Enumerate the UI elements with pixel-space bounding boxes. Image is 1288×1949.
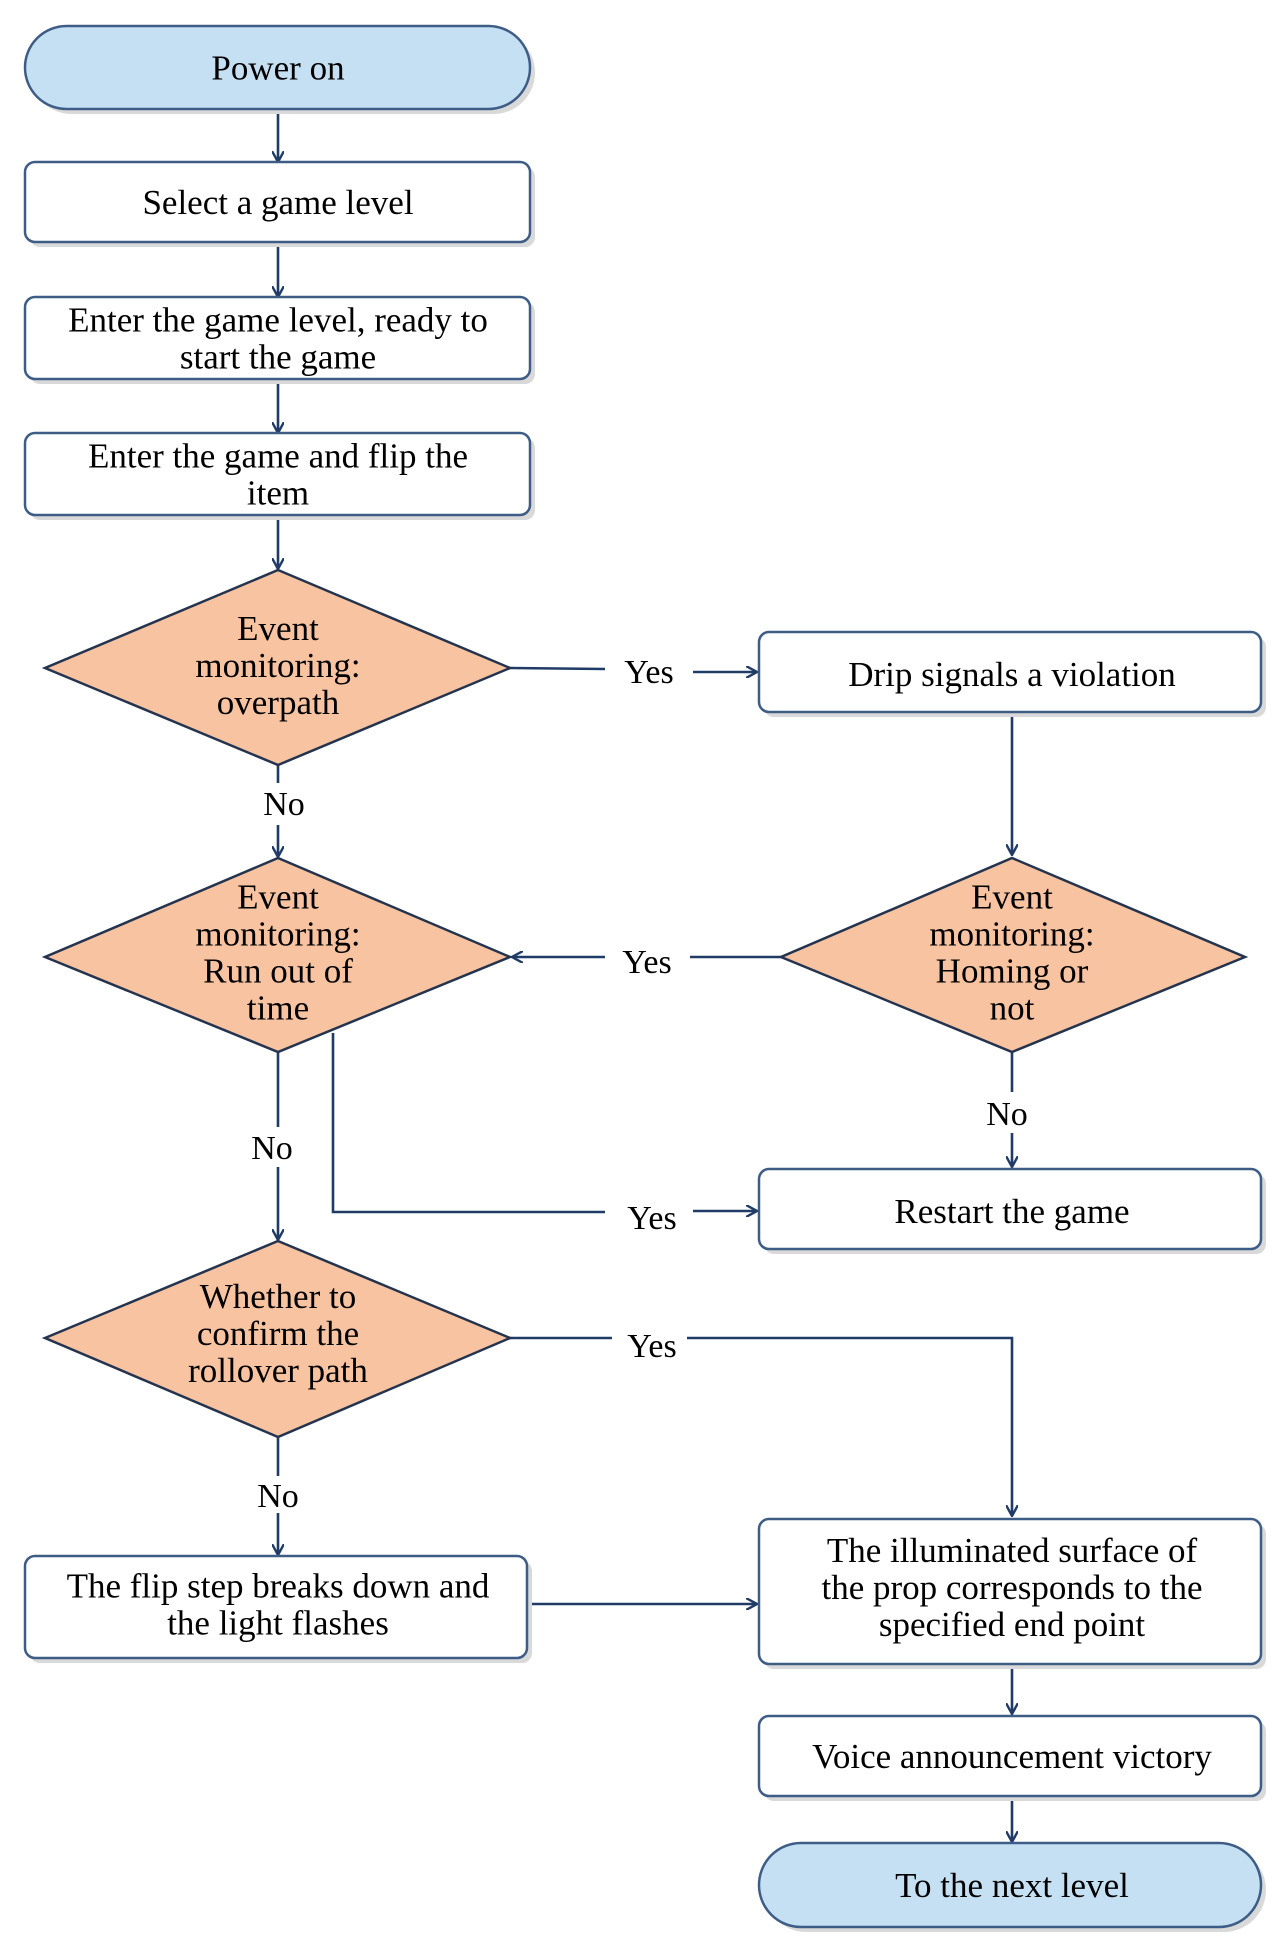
- text-line: Drip signals a violation: [848, 655, 1176, 694]
- text-line: The flip step breaks down and: [67, 1567, 490, 1606]
- node-power-on: Power on: [23, 24, 535, 114]
- label-time-yes: Yes: [627, 1200, 676, 1237]
- label-overpath-yes: Yes: [624, 654, 673, 691]
- text-line: the prop corresponds to the: [821, 1568, 1202, 1607]
- label-confirm-no: No: [257, 1478, 299, 1515]
- text-line: Restart the game: [894, 1192, 1129, 1231]
- connectors: [278, 110, 1012, 1841]
- text-line: monitoring:: [195, 915, 360, 954]
- node-restart: Restart the game: [757, 1167, 1266, 1254]
- text-line: Run out of: [203, 952, 353, 991]
- label-overpath-no: No: [263, 786, 305, 823]
- text-line: start the game: [180, 338, 376, 377]
- text-line: Homing or: [936, 952, 1089, 991]
- label-time-no: No: [251, 1130, 293, 1167]
- text-line: monitoring:: [929, 915, 1094, 954]
- text-line: item: [247, 474, 309, 513]
- text-line: Event: [237, 609, 319, 648]
- label-homing-no: No: [986, 1096, 1028, 1133]
- node-voice: Voice announcement victory: [757, 1714, 1266, 1801]
- edge-overpath-yes-a: [509, 666, 606, 671]
- node-drip-violation: Drip signals a violation: [757, 630, 1266, 717]
- text-line: monitoring:: [195, 646, 360, 685]
- text-line: Select a game level: [142, 183, 413, 222]
- node-text: Drip signals a violation: [848, 655, 1176, 694]
- text-line: overpath: [217, 683, 340, 722]
- node-text: To the next level: [895, 1866, 1129, 1905]
- node-text: Restart the game: [894, 1192, 1129, 1231]
- text-line: Power on: [211, 49, 344, 88]
- text-line: The illuminated surface of: [827, 1531, 1198, 1570]
- text-line: time: [247, 989, 309, 1028]
- text-line: specified end point: [879, 1605, 1146, 1644]
- text-line: rollover path: [188, 1351, 368, 1390]
- node-text: Power on: [211, 49, 344, 88]
- node-next-level: To the next level: [757, 1841, 1266, 1932]
- node-text: Select a game level: [142, 183, 413, 222]
- label-confirm-yes: Yes: [627, 1328, 676, 1365]
- text-line: Enter the game level, ready to: [68, 301, 488, 340]
- node-text: Voice announcement victory: [812, 1737, 1212, 1776]
- text-line: confirm the: [197, 1314, 359, 1353]
- label-homing-yes: Yes: [622, 944, 671, 981]
- text-line: Event: [237, 878, 319, 917]
- text-line: Enter the game and flip the: [88, 437, 468, 476]
- edge-labels: Yes No Yes No No Yes Yes No: [251, 654, 1028, 1515]
- edge-confirm-yes-b: [687, 1336, 1012, 1515]
- text-line: Voice announcement victory: [812, 1737, 1212, 1776]
- text-line: Event: [971, 878, 1053, 917]
- text-line: To the next level: [895, 1866, 1129, 1905]
- edge-time-yes-a: [331, 1033, 605, 1214]
- node-select-level: Select a game level: [23, 160, 535, 247]
- text-line: not: [990, 989, 1035, 1028]
- text-line: Whether to: [200, 1277, 356, 1316]
- text-line: the light flashes: [167, 1604, 389, 1643]
